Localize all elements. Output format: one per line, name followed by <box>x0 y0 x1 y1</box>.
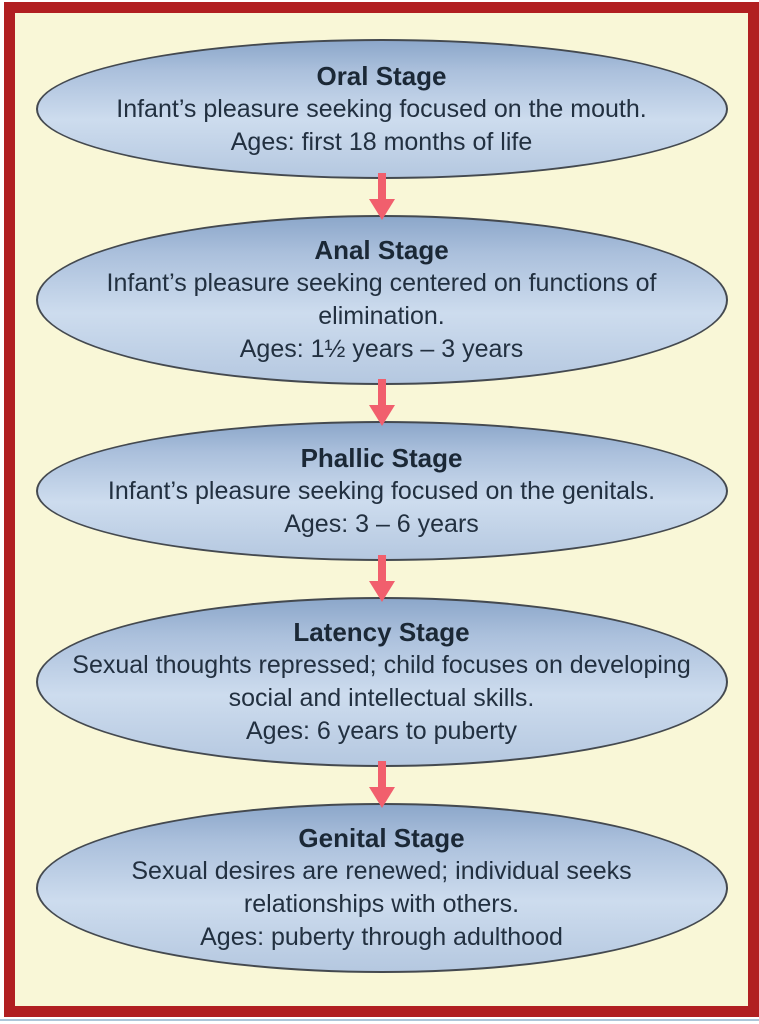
stage-title: Genital Stage <box>298 823 465 853</box>
stage-ellipse-anal: Anal Stage Infant’s pleasure seeking cen… <box>35 215 728 385</box>
stage-ages: Ages: 6 years to puberty <box>246 717 517 745</box>
stage-title: Anal Stage <box>314 235 449 265</box>
down-arrow-icon <box>367 173 397 220</box>
bottom-edge-line <box>0 1019 759 1021</box>
down-arrow-icon <box>367 379 397 426</box>
stage-title: Latency Stage <box>293 617 470 647</box>
freud-stages-diagram: Oral Stage Infant’s pleasure seeking foc… <box>4 2 759 1017</box>
stage-ages: Ages: 3 – 6 years <box>284 509 479 538</box>
stage-description: Infant’s pleasure seeking centered on fu… <box>106 269 657 330</box>
stage-ages: Ages: puberty through adulthood <box>200 923 563 951</box>
stage-ellipse-phallic: Phallic Stage Infant’s pleasure seeking … <box>35 421 728 561</box>
stage-description: Sexual desires are renewed; individual s… <box>131 857 632 918</box>
stage-ellipse-genital: Genital Stage Sexual desires are renewed… <box>35 803 728 973</box>
stage-title: Oral Stage <box>316 60 447 91</box>
stage-ellipse-latency: Latency Stage Sexual thoughts repressed;… <box>35 597 728 767</box>
stage-description: Infant’s pleasure seeking focused on the… <box>107 476 656 505</box>
down-arrow-icon <box>367 555 397 602</box>
stage-title: Phallic Stage <box>300 442 463 473</box>
stage-description: Sexual thoughts repressed; child focuses… <box>72 651 691 712</box>
stage-ellipse-oral: Oral Stage Infant’s pleasure seeking foc… <box>35 39 728 179</box>
stage-ages: Ages: first 18 months of life <box>230 127 533 156</box>
stage-ages: Ages: 1½ years – 3 years <box>239 335 524 363</box>
stage-description: Infant’s pleasure seeking focused on the… <box>116 94 647 123</box>
down-arrow-icon <box>367 761 397 808</box>
